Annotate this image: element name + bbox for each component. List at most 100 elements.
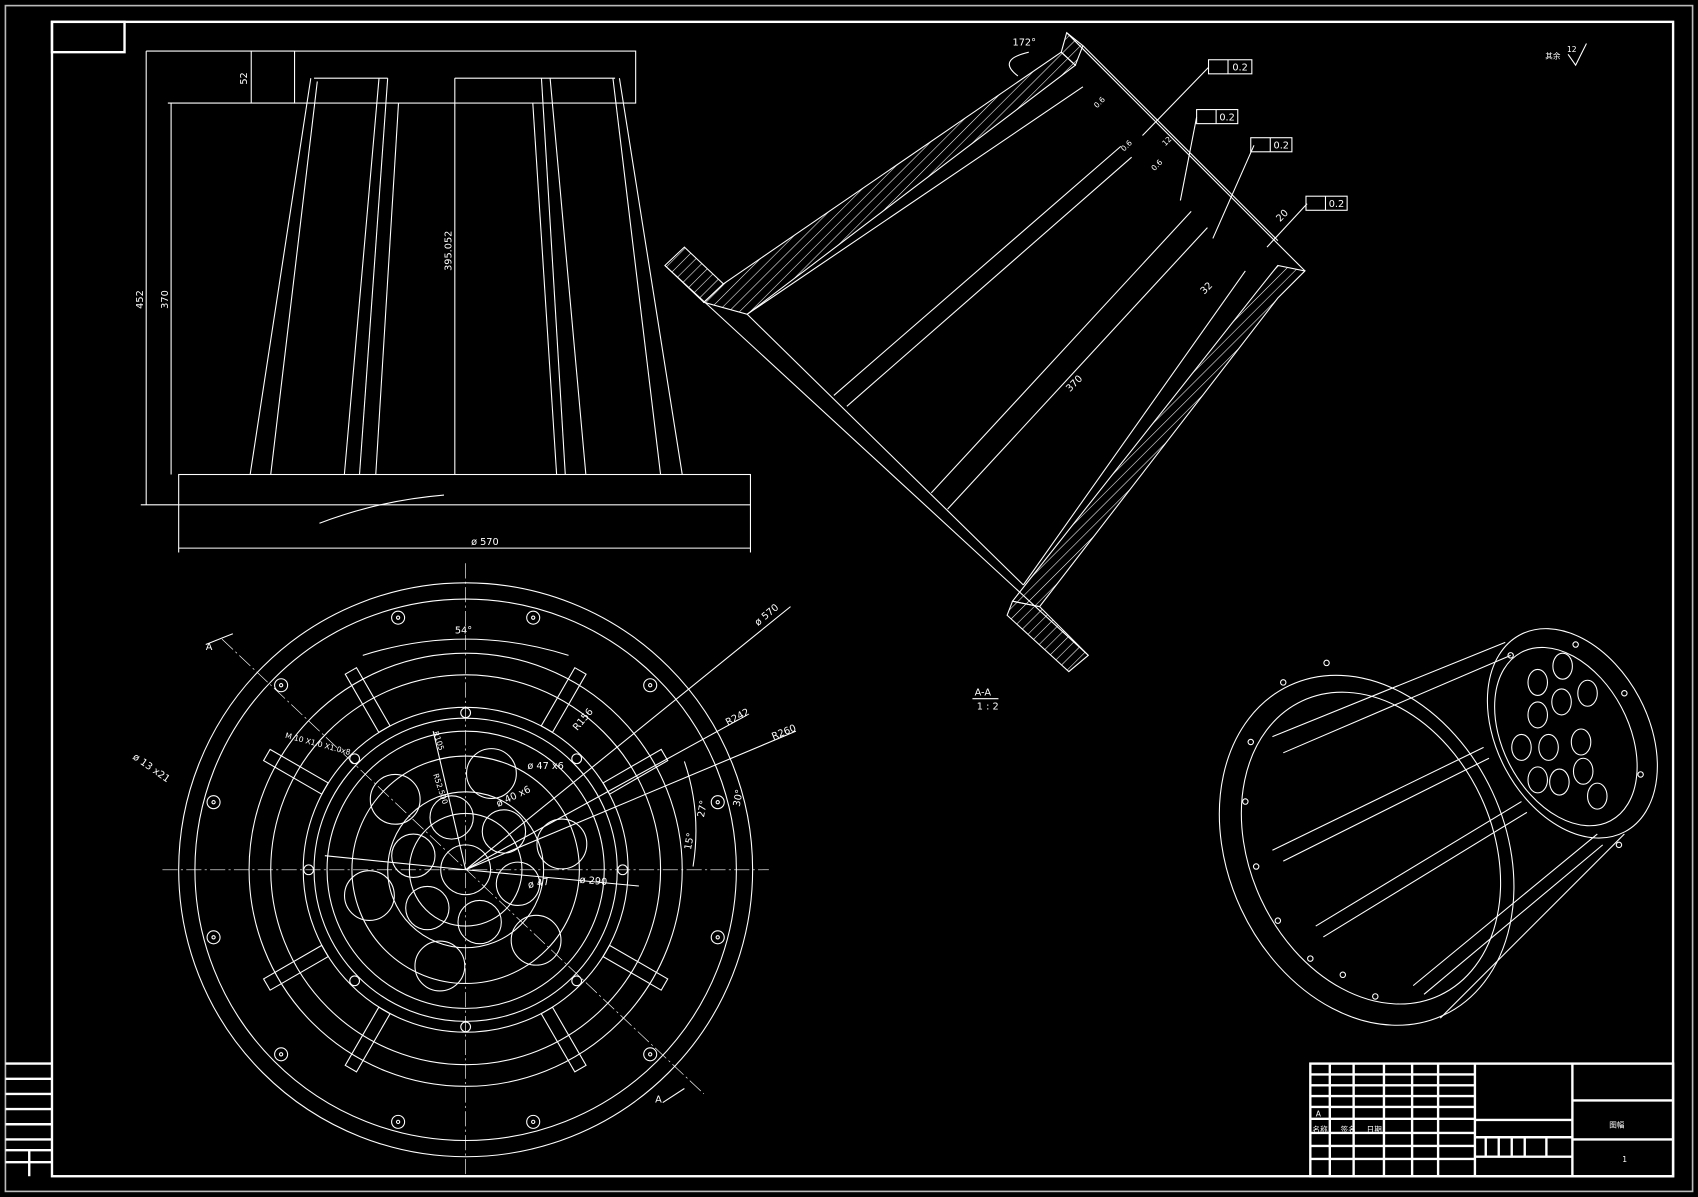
isometric-view: [1218, 628, 1658, 1026]
rib: [262, 944, 329, 991]
cylindricity-tolerance-3: 0.2: [1329, 199, 1344, 210]
threaded-hole: [349, 975, 361, 987]
weld-mark-4: 12: [1160, 134, 1173, 147]
large-hole: [510, 914, 562, 966]
drawing-title: 图幅: [1609, 1120, 1625, 1130]
iso-bolt-hole: [1307, 955, 1314, 962]
dim-52: 52: [239, 72, 250, 84]
iso-bolt-hole: [1507, 652, 1514, 659]
bolt-hole-center: [278, 683, 284, 688]
iso-hole: [1527, 701, 1549, 729]
weld-mark-1: 0.6: [1092, 95, 1107, 110]
title-mark: A: [1316, 1110, 1322, 1119]
small-hole: [429, 795, 474, 840]
rib: [602, 944, 669, 991]
rib: [602, 748, 669, 795]
roughness-note: 其余 12: [1545, 43, 1587, 67]
bolt-hole-center: [531, 1119, 536, 1125]
r156-label: R156: [571, 707, 596, 733]
angle-15: 15°: [683, 832, 697, 851]
iso-bolt-hole: [1339, 971, 1347, 979]
bolt-hole: [206, 930, 221, 945]
roughness-label: 其余: [1545, 51, 1561, 61]
small-hole: [405, 885, 450, 931]
name-label: 名称: [1312, 1124, 1328, 1134]
bolt-hole: [710, 795, 725, 810]
small-hole: [457, 899, 502, 945]
tolerance-frames: 0.2 0.2 0.2 0.2: [1142, 59, 1348, 248]
bolt-hole: [391, 1114, 406, 1129]
bolt-hole: [710, 930, 725, 945]
iso-bolt-hole: [1247, 738, 1255, 746]
thread-label: M 10 X1.0 X1.0x8: [284, 731, 351, 757]
iso-hole: [1538, 733, 1559, 761]
bolt-hole-center: [648, 1052, 653, 1057]
bolt-hole: [643, 1047, 658, 1062]
dim-20: 20: [1274, 208, 1291, 225]
large-hole: [465, 748, 517, 799]
threaded-hole: [349, 753, 361, 765]
bolt-hole-center: [278, 1052, 284, 1057]
dim-370: 370: [160, 290, 171, 309]
rib: [262, 748, 329, 795]
angle-54: 54°: [455, 626, 472, 637]
bolt-hole: [643, 678, 658, 693]
iso-bolt-hole: [1279, 679, 1287, 686]
iso-hole: [1577, 679, 1598, 707]
dim-370-section: 370: [1064, 373, 1085, 394]
section-mark-a-bottom: A: [655, 1095, 662, 1106]
title-block: A 名称 签名 日期 图幅 1: [1309, 1062, 1675, 1178]
bolt-holes-label: ø 13 x21: [130, 752, 171, 785]
dim-base-diameter: ø 570: [471, 537, 499, 548]
cylindricity-tolerance-2: 0.2: [1274, 141, 1289, 152]
iso-hole: [1587, 782, 1608, 810]
center-hole-label: ø 47: [527, 877, 550, 892]
bolt-hole: [274, 678, 289, 693]
bolt-hole-center: [531, 615, 536, 620]
large-hole: [343, 870, 395, 922]
iso-hole: [1549, 768, 1570, 796]
holes-40-label: ø 40 x6: [495, 784, 533, 809]
section-mark-a-top: A: [206, 642, 213, 653]
small-hole: [495, 861, 541, 906]
rib: [344, 666, 391, 734]
iso-hole: [1527, 766, 1549, 794]
left-side-block: [5, 1062, 52, 1177]
dim-32: 32: [1199, 280, 1216, 297]
threaded-hole: [571, 975, 583, 987]
dim-395: 395.052: [444, 231, 455, 271]
iso-bolt-hole: [1252, 863, 1260, 870]
threaded-hole: [571, 753, 583, 765]
holes-47-label: ø 47 x6: [527, 761, 564, 772]
iso-hole: [1511, 733, 1532, 761]
iso-bolt-hole: [1615, 841, 1623, 849]
cylindricity-tolerance-1: 0.2: [1219, 112, 1234, 123]
bolt-hole-center: [211, 935, 216, 940]
front-view: 52 452 370 395.052 ø 570: [135, 50, 751, 553]
d290-label: ø 290: [579, 875, 607, 888]
bolt-hole: [391, 610, 406, 625]
weld-mark-2: 0.6: [1119, 138, 1134, 153]
angle-172: 172°: [1013, 38, 1036, 49]
drawing-frame: [4, 4, 1694, 1193]
large-hole: [536, 818, 588, 870]
outer-diameter-label: ø 570: [753, 602, 781, 628]
bolt-hole-center: [648, 683, 653, 688]
section-view-a-a: 172° 0.6 0.6 0.6 12 0.2 0.2 0.2 0.2 20 3…: [664, 31, 1348, 712]
iso-bolt-hole: [1572, 641, 1579, 648]
bolt-hole: [526, 610, 541, 625]
angle-27: 27°: [696, 799, 710, 818]
rib: [540, 1006, 587, 1073]
iso-hole: [1570, 728, 1592, 756]
iso-bolt-hole: [1274, 917, 1282, 924]
iso-hole: [1551, 688, 1572, 716]
section-title: A-A: [975, 687, 992, 698]
flatness-tolerance: 0.2: [1232, 63, 1247, 74]
date-label: 日期: [1367, 1125, 1383, 1134]
bolt-hole-center: [715, 935, 720, 940]
bolt-hole: [206, 795, 221, 810]
weld-mark-3: 0.6: [1149, 158, 1164, 173]
sheet-number: 1: [1622, 1155, 1627, 1164]
small-hole: [481, 809, 527, 854]
iso-hole: [1572, 757, 1594, 785]
